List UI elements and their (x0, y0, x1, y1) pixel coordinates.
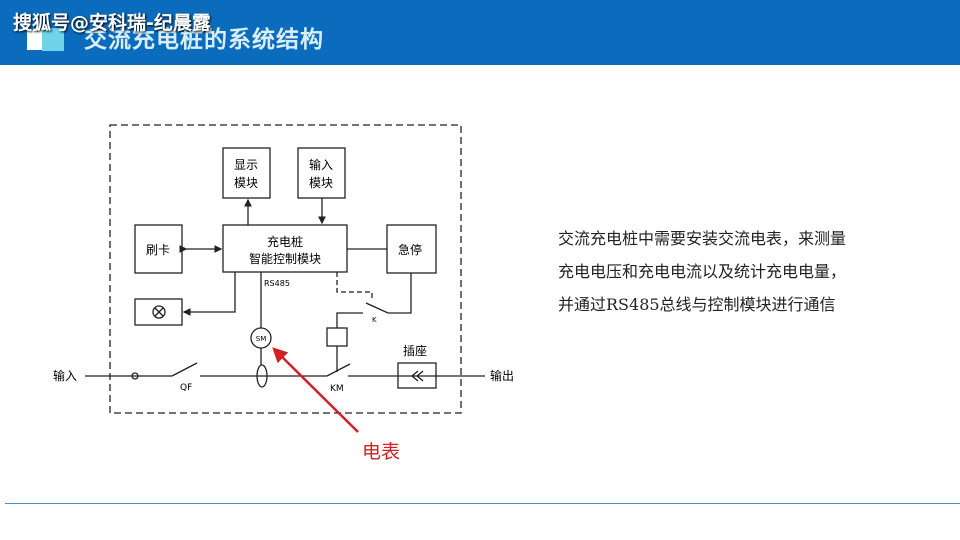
description-line: 交流充电桩中需要安装交流电表，来测量 (558, 229, 847, 248)
k-label: K (372, 316, 377, 324)
socket-label: 插座 (403, 343, 427, 358)
description-line: 并通过RS485总线与控制模块进行通信 (558, 295, 836, 314)
rs485-label: RS485 (264, 279, 290, 288)
display-module-label: 模块 (234, 176, 258, 190)
display-module-label: 显示 (234, 158, 258, 172)
decor-square (42, 28, 64, 51)
qf-label: QF (180, 383, 192, 393)
output-label: 输出 (490, 368, 514, 383)
display-module-box (222, 147, 271, 199)
header-bar (0, 0, 960, 65)
indicator-lamp-box (134, 298, 183, 326)
controller-label: 智能控制模块 (249, 251, 321, 266)
emergency-stop-label: 急停 (398, 242, 422, 257)
watermark: 搜狐号@安科瑞-纪晨露 (13, 12, 211, 34)
annotation-arrow (272, 347, 359, 433)
input-module-box (297, 147, 346, 199)
km-label: KM (330, 384, 344, 394)
controller-label: 充电桩 (267, 234, 303, 249)
input-module-label: 模块 (309, 176, 333, 190)
footer-divider (5, 503, 960, 504)
input-label: 输入 (53, 368, 77, 383)
description: 交流充电桩中需要安装交流电表，来测量 充电电压和充电电流以及统计充电电量， 并通… (558, 222, 846, 321)
enclosure-boundary (109, 124, 462, 414)
card-reader-label: 刷卡 (146, 243, 170, 257)
page-title: 交流充电桩的系统结构 (84, 26, 324, 53)
meter-label: SM (256, 335, 266, 343)
input-module-label: 输入 (309, 157, 333, 172)
relay-coil (326, 327, 348, 347)
description-line: 充电电压和充电电流以及统计充电电量， (558, 262, 847, 281)
meter-annotation: 电表 (362, 441, 400, 463)
